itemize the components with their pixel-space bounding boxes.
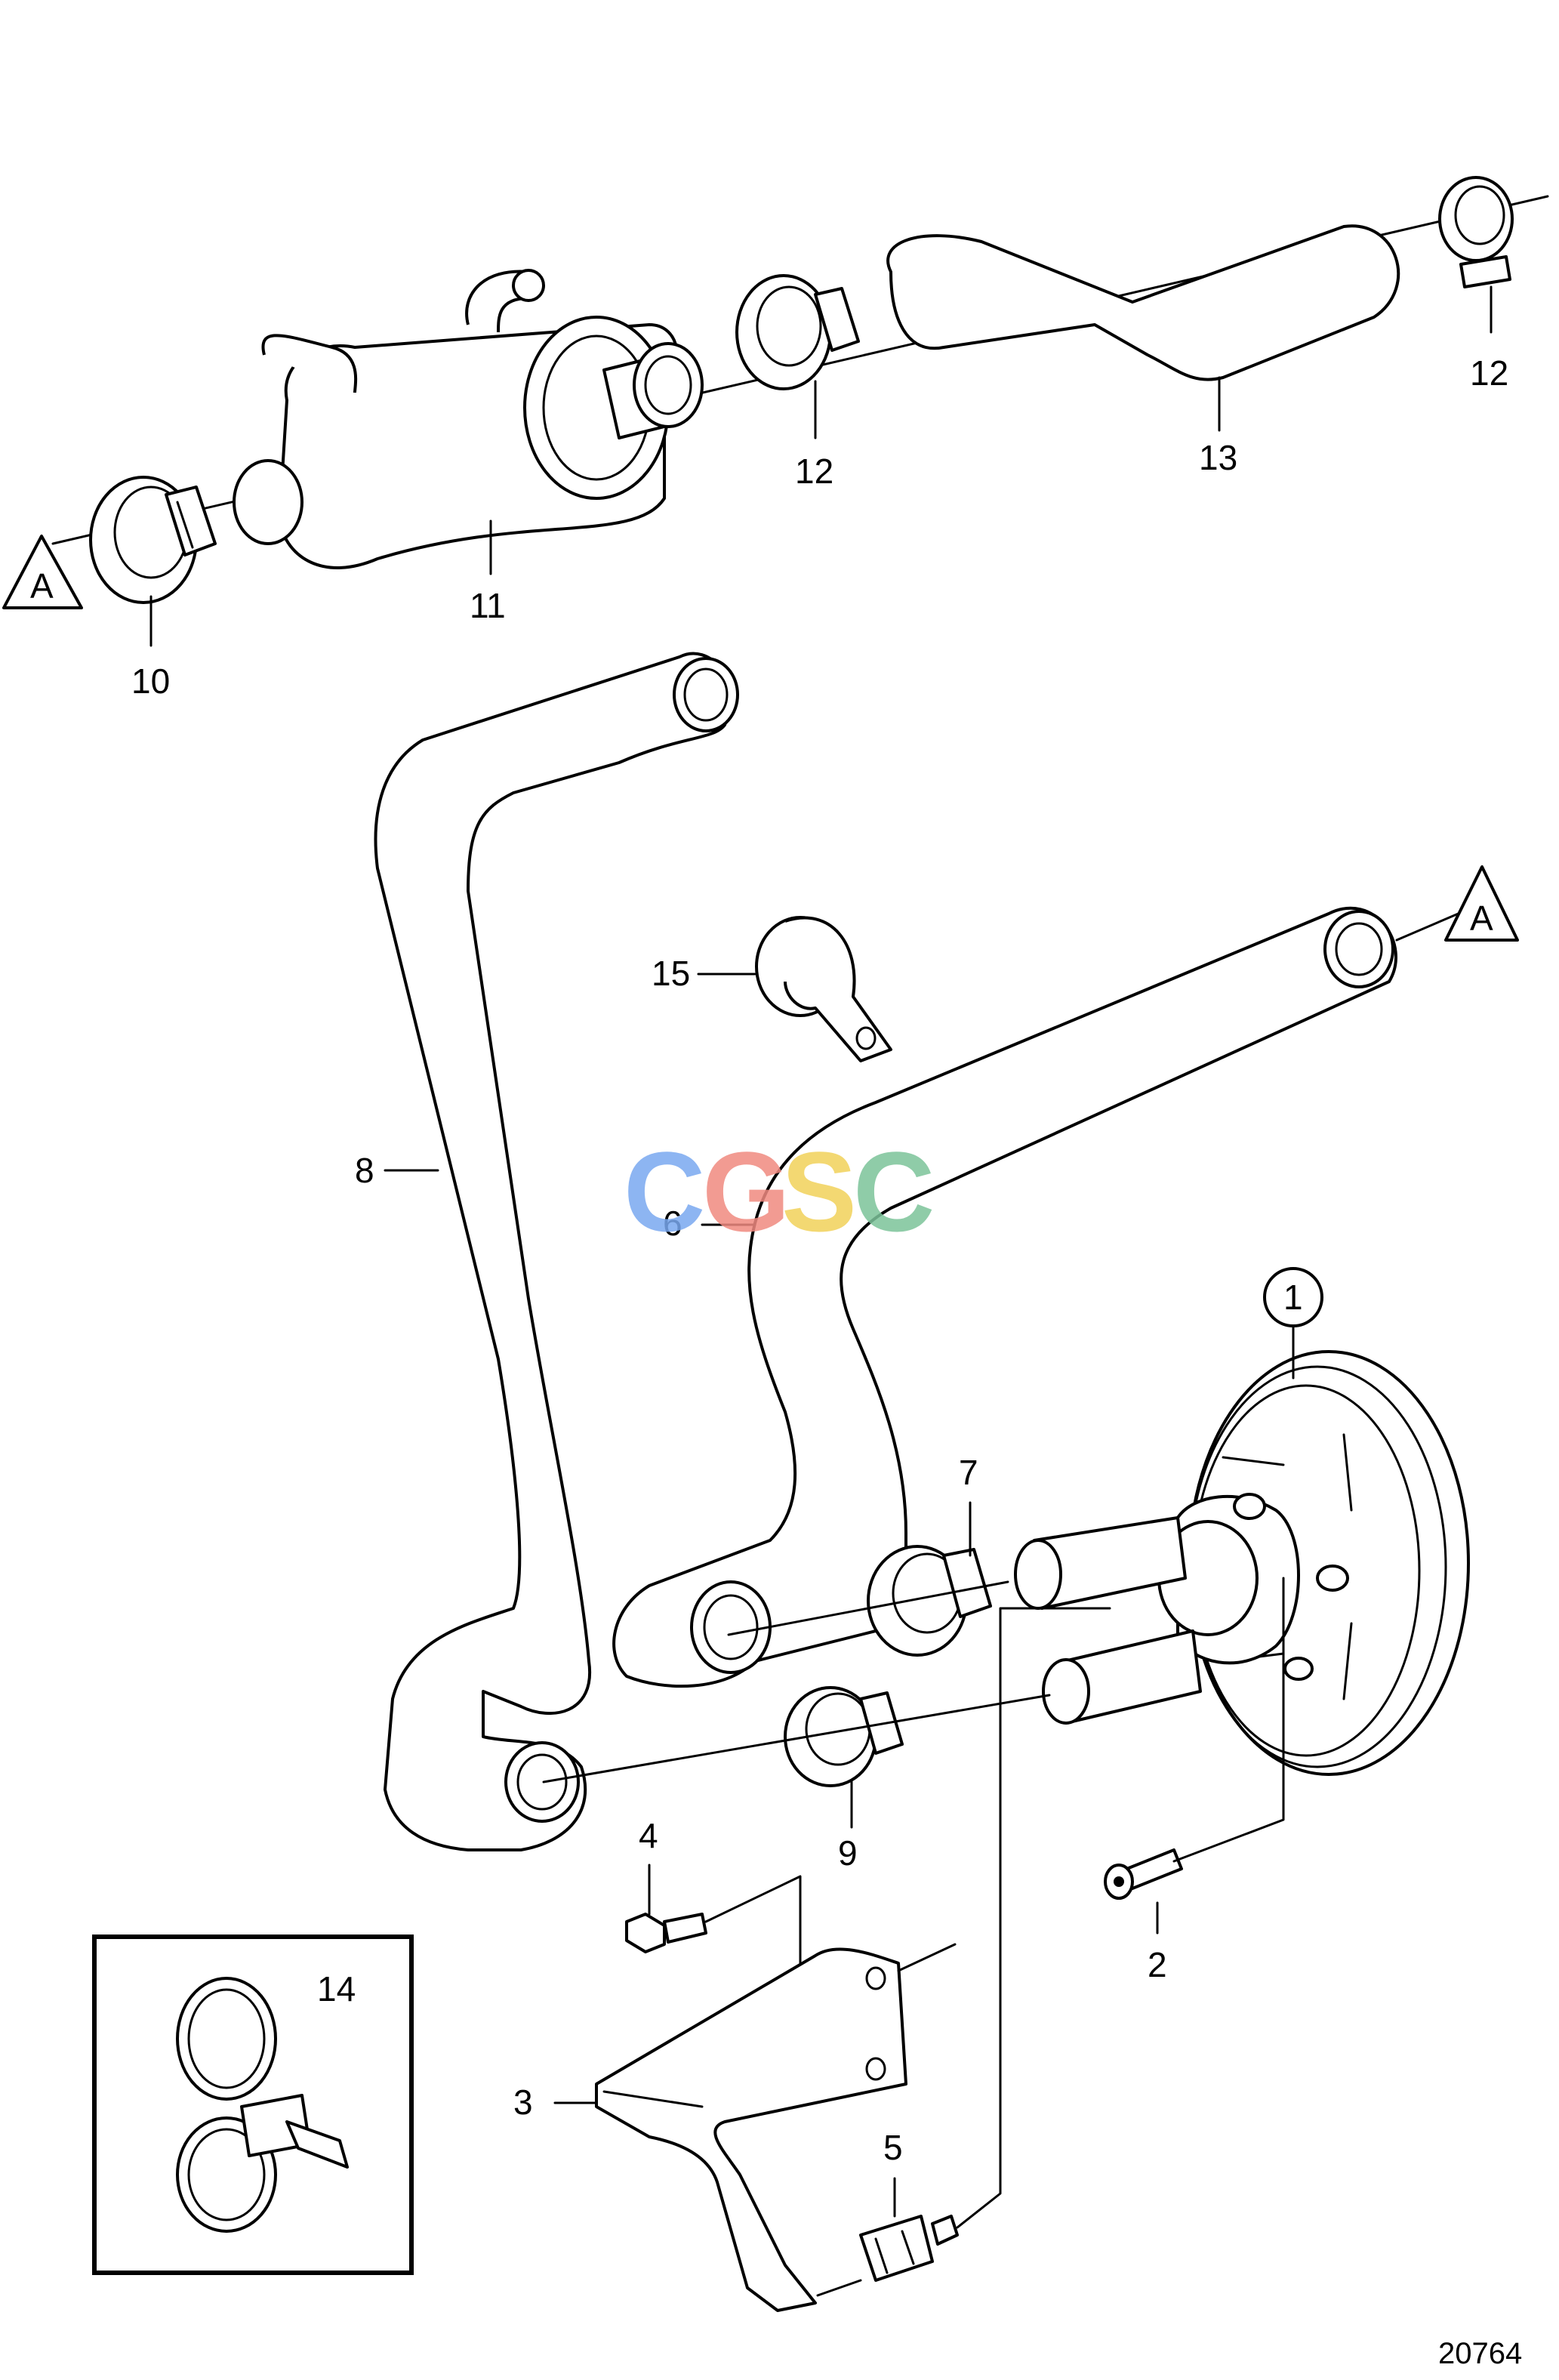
svg-text:A: A	[30, 566, 54, 606]
callout-3: 3	[513, 2082, 533, 2122]
hose-clamp-12-right	[1438, 176, 1514, 288]
callout-14: 14	[317, 1969, 356, 2009]
hose-clamp-7	[867, 1545, 992, 1657]
callout-12-right: 12	[1470, 353, 1508, 393]
hose-clamp-9	[784, 1686, 904, 1787]
callout-8: 8	[355, 1151, 374, 1190]
callout-1: 1	[1283, 1278, 1303, 1317]
callout-11: 11	[470, 586, 506, 625]
figure-number: 20764	[1438, 2337, 1522, 2370]
svg-text:G: G	[702, 1128, 790, 1255]
coolant-hose-6	[612, 907, 1397, 1688]
temperature-sender-5	[859, 2215, 959, 2282]
callout-7: 7	[959, 1453, 978, 1492]
callout-5: 5	[883, 2128, 903, 2167]
reference-marker-a-left: A	[2, 535, 83, 609]
svg-text:S: S	[781, 1128, 857, 1255]
callout-2: 2	[1148, 1945, 1167, 1984]
cable-tie-14	[176, 1977, 349, 2233]
callout-15: 15	[652, 954, 690, 993]
reference-marker-a-right: A	[1444, 865, 1519, 942]
hose-clamp-10	[89, 476, 217, 604]
bolt-2	[1104, 1848, 1183, 1900]
bracket-3	[595, 1947, 907, 2312]
water-pump-1	[1014, 1350, 1470, 1776]
coolant-hose-13	[886, 224, 1400, 381]
callout-10: 10	[131, 661, 170, 701]
callout-4: 4	[639, 1816, 658, 1855]
callout-13: 13	[1199, 438, 1237, 477]
p-clamp-15	[755, 916, 892, 1062]
callout-1-circle	[1263, 1267, 1323, 1327]
watermark-logo: C G S C	[624, 1128, 935, 1255]
oil-cooler-11	[233, 269, 704, 569]
hose-clamp-12-middle	[735, 274, 860, 390]
coolant-hose-8	[374, 652, 739, 1851]
callout-9: 9	[838, 1833, 858, 1873]
inset-frame	[92, 1935, 414, 2275]
bolt-4	[625, 1913, 707, 1953]
callout-6: 6	[663, 1204, 682, 1243]
callout-12-middle: 12	[795, 452, 833, 491]
svg-text:A: A	[1470, 899, 1493, 938]
svg-text:C: C	[624, 1128, 705, 1255]
svg-text:C: C	[853, 1128, 935, 1255]
